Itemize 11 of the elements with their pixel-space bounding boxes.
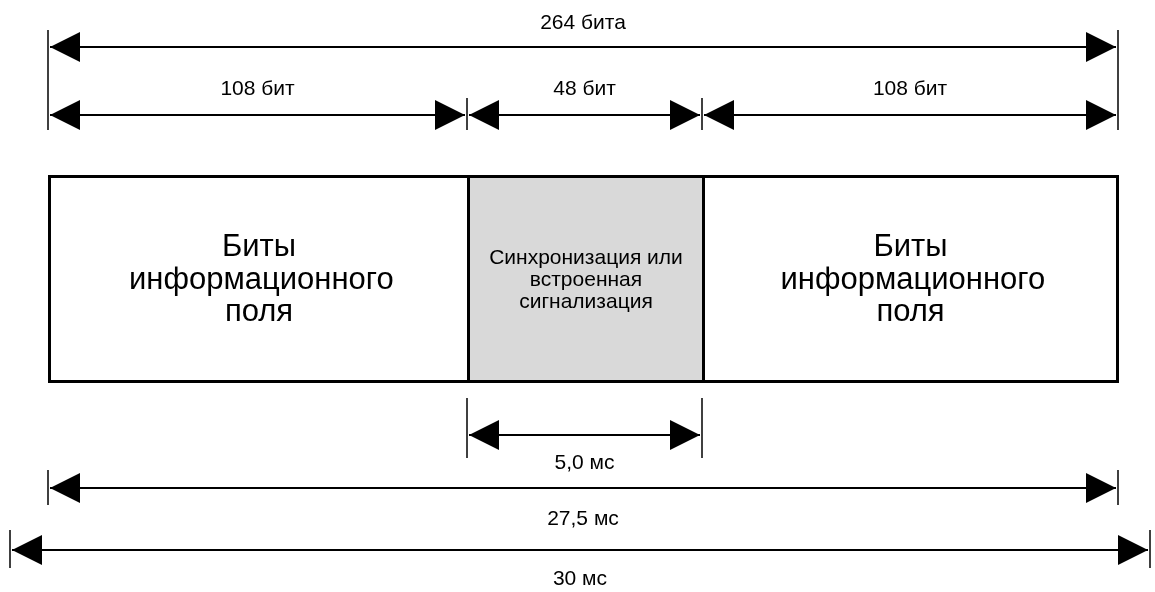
dimension-label: 108 бит [220,76,295,100]
dimension-label: 48 бит [553,76,616,100]
dimension-label: 27,5 мс [547,506,619,530]
sync-field-box [467,175,705,383]
info-field-box [702,175,1119,383]
dimension-label: 264 бита [540,10,626,34]
field-text: Синхронизация или встроенная сигнализация [488,245,684,313]
dimension-label: 30 мс [552,566,608,590]
dimension-label: 5,0 мс [554,450,615,474]
dimension-label: 108 бит [872,76,948,100]
info-field-box [48,175,470,383]
